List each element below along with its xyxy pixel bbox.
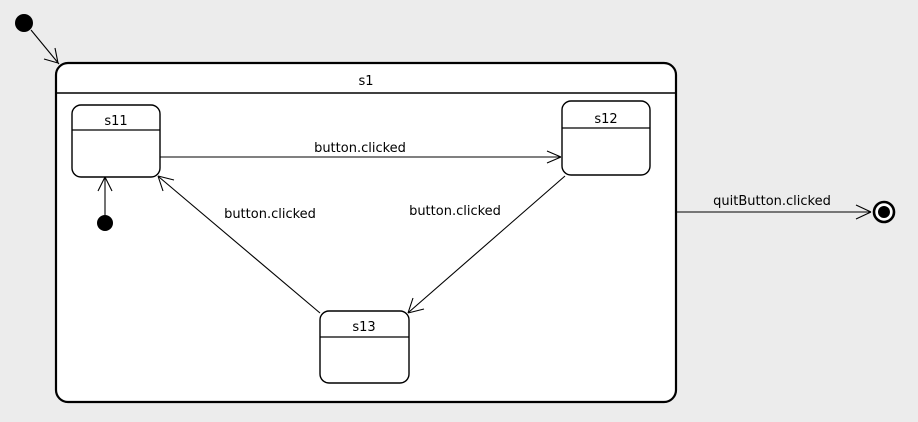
transition-s1-to-final-arrowhead xyxy=(855,204,872,220)
state-s11-body[interactable] xyxy=(71,104,161,178)
state-s13[interactable]: s13 xyxy=(319,310,410,384)
transition-initial-to-s1-line[interactable] xyxy=(30,29,60,65)
transition-inner-initial-to-s11-arrowhead xyxy=(97,176,113,192)
state-s12-label: s12 xyxy=(594,112,617,127)
transition-inner-initial-to-s11[interactable] xyxy=(97,176,113,215)
transition-s11-to-s12[interactable]: button.clicked xyxy=(160,141,562,164)
transition-s1-to-final[interactable]: quitButton.clicked xyxy=(676,194,872,220)
transition-s13-to-s11[interactable]: button.clicked xyxy=(157,175,321,314)
composite-state-s1[interactable]: s1 xyxy=(54,61,678,404)
composite-state-s1-body[interactable] xyxy=(54,61,678,404)
transition-s13-to-s11-line[interactable] xyxy=(158,176,321,314)
transition-s12-to-s13-arrowhead xyxy=(407,297,425,314)
transition-initial-to-s1[interactable] xyxy=(30,29,60,65)
state-s12[interactable]: s12 xyxy=(561,100,651,176)
transition-s13-to-s11-label: button.clicked xyxy=(224,207,316,222)
transition-initial-to-s1-arrowhead xyxy=(43,47,59,64)
transition-s11-to-s12-label: button.clicked xyxy=(314,141,406,156)
final-pseudostate[interactable] xyxy=(872,200,896,224)
transition-s12-to-s13-label: button.clicked xyxy=(409,204,501,219)
initial-state-dot[interactable] xyxy=(15,14,33,32)
state-s11-label: s11 xyxy=(104,114,127,129)
transition-s12-to-s13-line[interactable] xyxy=(408,175,566,313)
state-s12-body[interactable] xyxy=(561,100,651,176)
transition-s11-to-s12-arrowhead xyxy=(546,150,562,164)
state-s13-label: s13 xyxy=(352,320,375,335)
transition-s1-to-final-label: quitButton.clicked xyxy=(713,194,831,209)
transition-s12-to-s13[interactable]: button.clicked xyxy=(407,175,566,314)
final-state-inner-dot xyxy=(878,206,890,218)
composite-state-s1-label: s1 xyxy=(358,74,373,89)
state-s11[interactable]: s11 xyxy=(71,104,161,178)
transition-s13-to-s11-arrowhead xyxy=(157,175,175,192)
initial-pseudostate-top[interactable] xyxy=(15,14,33,32)
state-s13-body[interactable] xyxy=(319,310,410,384)
initial-pseudostate-inner[interactable] xyxy=(97,215,113,231)
inner-initial-state-dot[interactable] xyxy=(97,215,113,231)
